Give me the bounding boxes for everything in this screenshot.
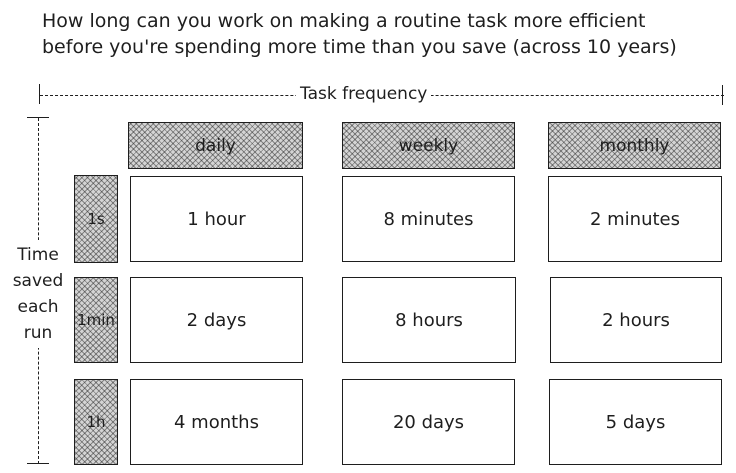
row-header-label: 1h: [86, 413, 106, 431]
diagram-title: How long can you work on making a routin…: [42, 8, 732, 60]
time-saved-axis-bottom-tick: [27, 463, 49, 464]
column-header-label: weekly: [398, 135, 459, 156]
cell-value: 4 months: [174, 411, 259, 433]
table-cell: 20 days: [342, 379, 515, 465]
row-header-label: 1s: [87, 210, 105, 228]
table-cell: 5 days: [549, 379, 722, 465]
row-header-1min: 1min: [74, 277, 118, 363]
table-cell: 2 minutes: [548, 176, 722, 262]
time-saved-axis-label-line: saved: [12, 271, 64, 291]
time-saved-axis-label: Time saved each run: [0, 240, 76, 348]
table-cell: 2 days: [130, 277, 303, 363]
cell-value: 2 hours: [602, 309, 670, 331]
time-saved-axis-label-line: Time: [17, 245, 59, 265]
title-line-1: How long can you work on making a routin…: [42, 10, 646, 32]
time-saved-axis-top-tick: [27, 117, 49, 118]
time-saved-axis-label-line: run: [23, 323, 53, 343]
task-frequency-axis-label: Task frequency: [296, 83, 432, 105]
column-header-monthly: monthly: [548, 122, 721, 169]
table-cell: 4 months: [130, 379, 303, 465]
cell-value: 2 days: [186, 309, 247, 331]
row-header-1s: 1s: [74, 175, 118, 263]
column-header-daily: daily: [128, 122, 303, 169]
time-saved-axis-label-line: each: [17, 297, 59, 317]
table-cell: 2 hours: [550, 277, 722, 363]
table-cell: 1 hour: [130, 176, 303, 262]
row-header-1h: 1h: [74, 379, 118, 465]
row-header-label: 1min: [77, 311, 115, 329]
cell-value: 2 minutes: [589, 208, 681, 230]
task-frequency-axis-end-tick: [722, 85, 723, 105]
cell-value: 1 hour: [187, 208, 246, 230]
cell-value: 8 hours: [395, 309, 463, 331]
table-cell: 8 hours: [342, 277, 516, 363]
cell-value: 20 days: [392, 411, 465, 433]
cell-value: 8 minutes: [383, 208, 474, 230]
column-header-weekly: weekly: [342, 122, 515, 169]
task-frequency-axis-start-tick: [39, 84, 40, 104]
title-line-2: before you're spending more time than yo…: [42, 36, 677, 58]
column-header-label: daily: [195, 135, 236, 156]
column-header-label: monthly: [599, 135, 670, 156]
cell-value: 5 days: [605, 411, 666, 433]
table-cell: 8 minutes: [342, 176, 515, 262]
